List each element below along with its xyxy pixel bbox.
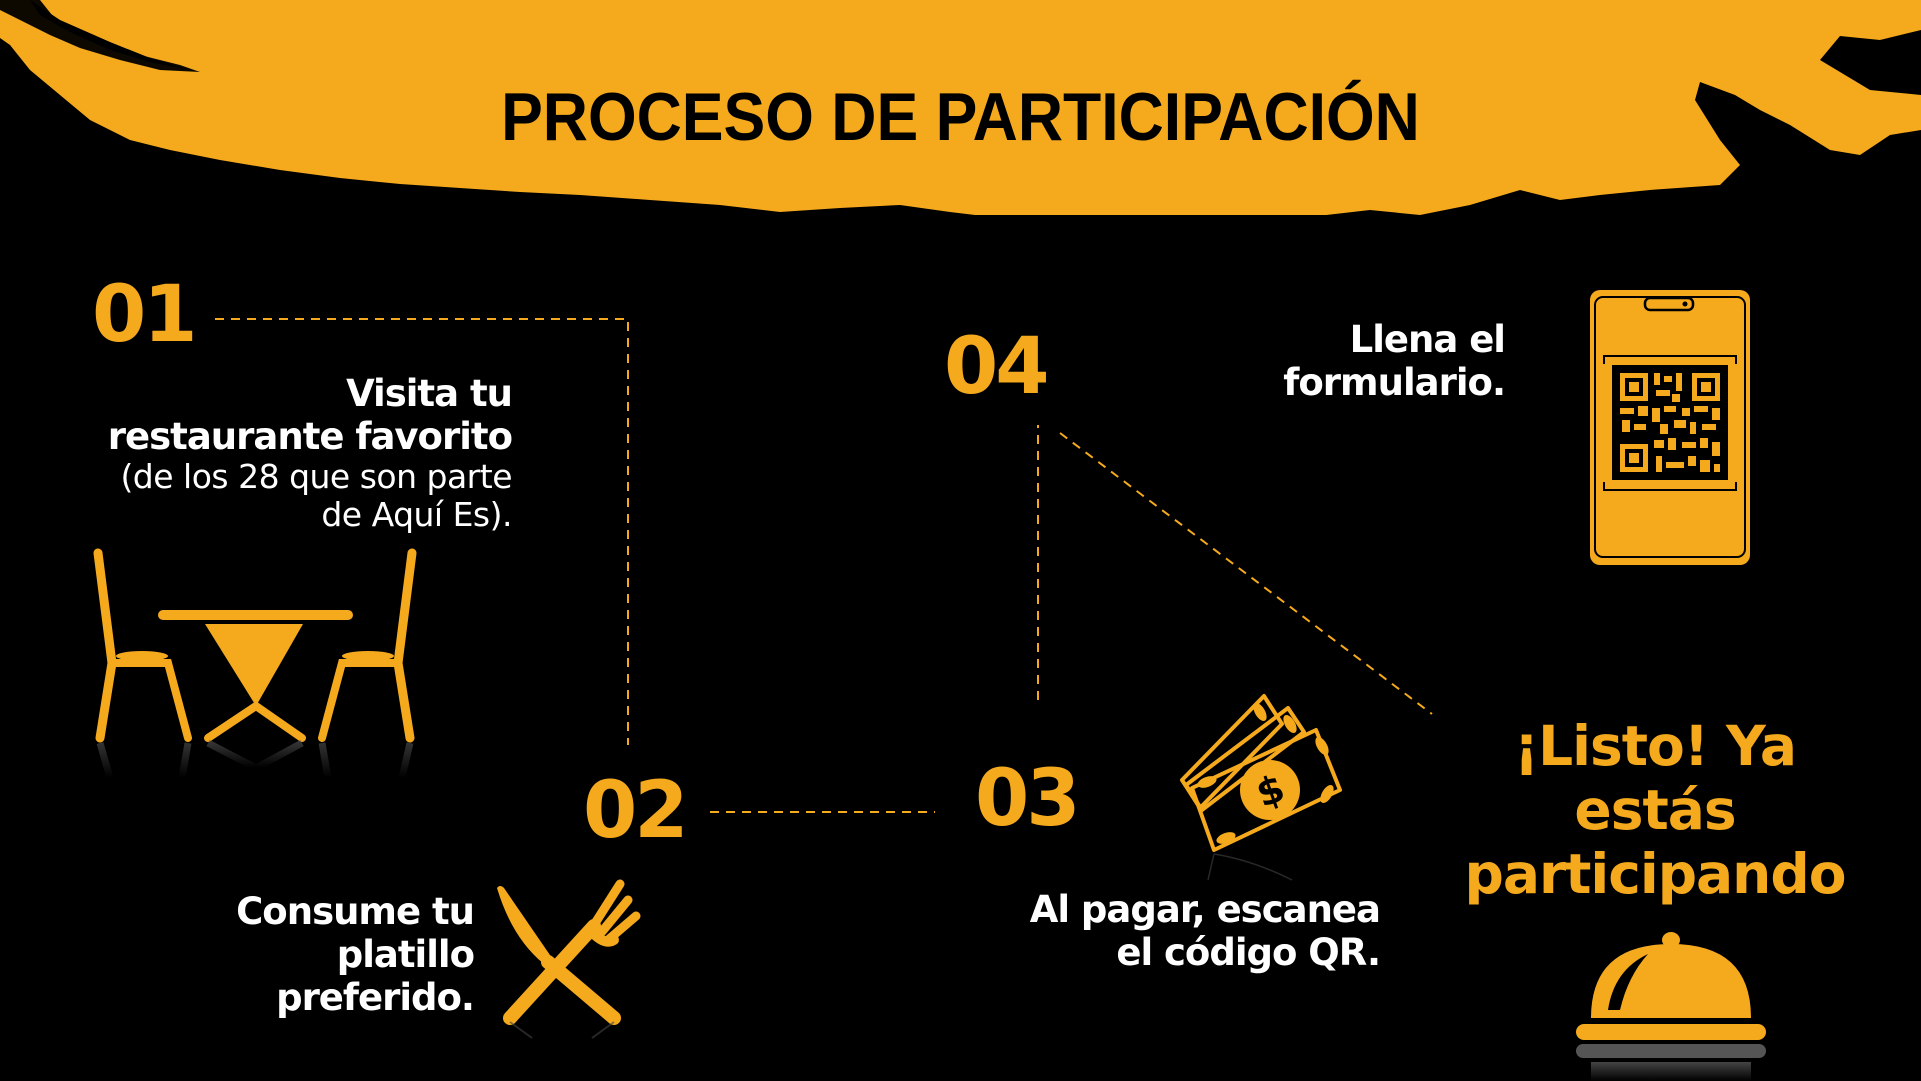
step-01-title-line-2: restaurante favorito bbox=[107, 415, 513, 458]
money-bills-icon: $ bbox=[1180, 694, 1342, 881]
cloche-icon bbox=[1576, 932, 1766, 1081]
step-04-title-line-1: Llena el bbox=[1349, 318, 1506, 361]
final-message: ¡Listo! Ya estás participando bbox=[1430, 714, 1880, 906]
knife-fork-icon bbox=[497, 879, 641, 1039]
step-01-title-line-1: Visita tu bbox=[346, 372, 513, 415]
step-02-title-line-2: platillo bbox=[336, 933, 475, 976]
final-line-2: estás bbox=[1574, 778, 1736, 842]
step-number-03: 03 bbox=[975, 754, 1081, 844]
step-03-title-line-1: Al pagar, escanea bbox=[1029, 888, 1381, 931]
step-01-subtitle-line-1: (de los 28 que son parte bbox=[120, 457, 512, 496]
step-01-subtitle-line-2: de Aquí Es). bbox=[321, 495, 512, 534]
final-line-1: ¡Listo! Ya bbox=[1514, 714, 1797, 778]
step-02-title-line-1: Consume tu bbox=[236, 890, 475, 933]
step-number-02: 02 bbox=[583, 766, 689, 856]
final-line-3: participando bbox=[1464, 842, 1846, 906]
table-chairs-icon bbox=[93, 548, 417, 779]
step-02-text: Consume tu platillo preferido. bbox=[54, 890, 475, 1019]
step-01-text: Visita tu restaurante favorito (de los 2… bbox=[52, 372, 513, 534]
step-03-text: Al pagar, escanea el código QR. bbox=[940, 888, 1381, 974]
page-title: PROCESO DE PARTICIPACIÓN bbox=[501, 79, 1420, 155]
phone-qr-icon bbox=[1590, 290, 1750, 565]
step-04-title-line-2: formulario. bbox=[1283, 361, 1506, 404]
step-02-title-line-3: preferido. bbox=[276, 976, 475, 1019]
step-number-01: 01 bbox=[92, 270, 198, 360]
connector-04-final bbox=[1059, 432, 1433, 715]
step-03-title-line-2: el código QR. bbox=[1116, 931, 1381, 974]
brush-stroke-banner bbox=[0, 0, 1921, 240]
step-number-04: 04 bbox=[944, 322, 1050, 412]
step-04-text: Llena el formulario. bbox=[1165, 318, 1506, 404]
